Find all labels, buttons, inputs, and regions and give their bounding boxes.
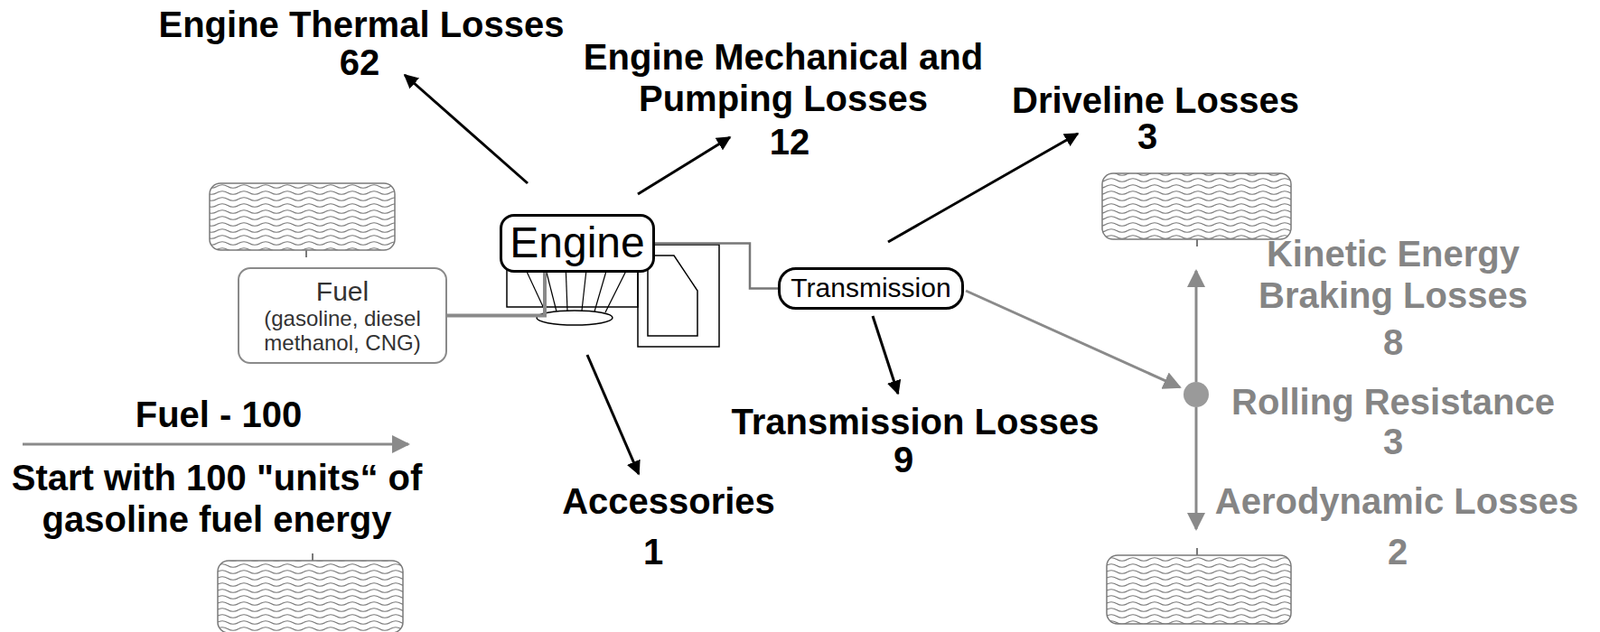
loss-value: 1 [608,531,699,573]
axle-stub [311,553,314,562]
tire [1106,555,1292,625]
node-title: Transmission [790,272,951,305]
loss-label: Kinetic Energy Braking Losses [1221,233,1565,317]
fuel-arrow [22,443,409,447]
wheel-dot [1183,382,1209,408]
node-title: Engine [509,219,645,268]
axle-stub [305,250,308,258]
carburetor [536,310,613,326]
tire [209,183,395,251]
tire [1102,173,1292,240]
loss-value: 2 [1352,531,1443,573]
loss-label: Accessories [523,480,814,523]
loss-label: Engine Thermal Losses [126,3,597,46]
loss-value: 62 [305,41,414,84]
loss-value: 12 [735,121,844,163]
drive-shaft [654,243,778,290]
wheel-arrow [1195,407,1198,530]
loss-label: Aerodynamic Losses [1197,480,1596,523]
loss-arrow [404,74,528,184]
axle-stub [1196,548,1198,556]
loss-arrow [872,316,899,394]
transmission-box: Transmission [777,267,964,310]
tire [217,561,403,632]
loss-label: Driveline Losses [965,79,1346,122]
tires [209,173,1292,632]
loss-arrow [637,137,730,195]
node-title: Fuel [316,276,369,309]
loss-value: 9 [858,439,949,481]
fuel-box: Fuel(gasoline, diesel methanol, CNG) [237,267,448,365]
loss-arrow [587,355,639,475]
loss-value: 3 [1347,421,1439,463]
loss-label: Rolling Resistance [1194,381,1592,423]
fuel-line [447,272,545,317]
wheel-arrow [1195,271,1198,383]
loss-value: 8 [1347,321,1439,364]
flywheel [647,255,698,337]
power-arrow [965,290,1180,388]
node-subtitle: (gasoline, diesel methanol, CNG) [246,307,439,356]
axle-stub [1196,239,1198,247]
loss-value: 3 [1102,115,1193,158]
loss-label: Engine Mechanical and Pumping Losses [530,36,1037,120]
note-text: Start with 100 "units“ of gasoline fuel … [9,457,425,541]
loss-arrow [888,133,1078,243]
fuel-label: Fuel - 100 [56,393,382,436]
loss-label: Transmission Losses [698,401,1133,443]
engine-box: Engine [499,214,655,273]
